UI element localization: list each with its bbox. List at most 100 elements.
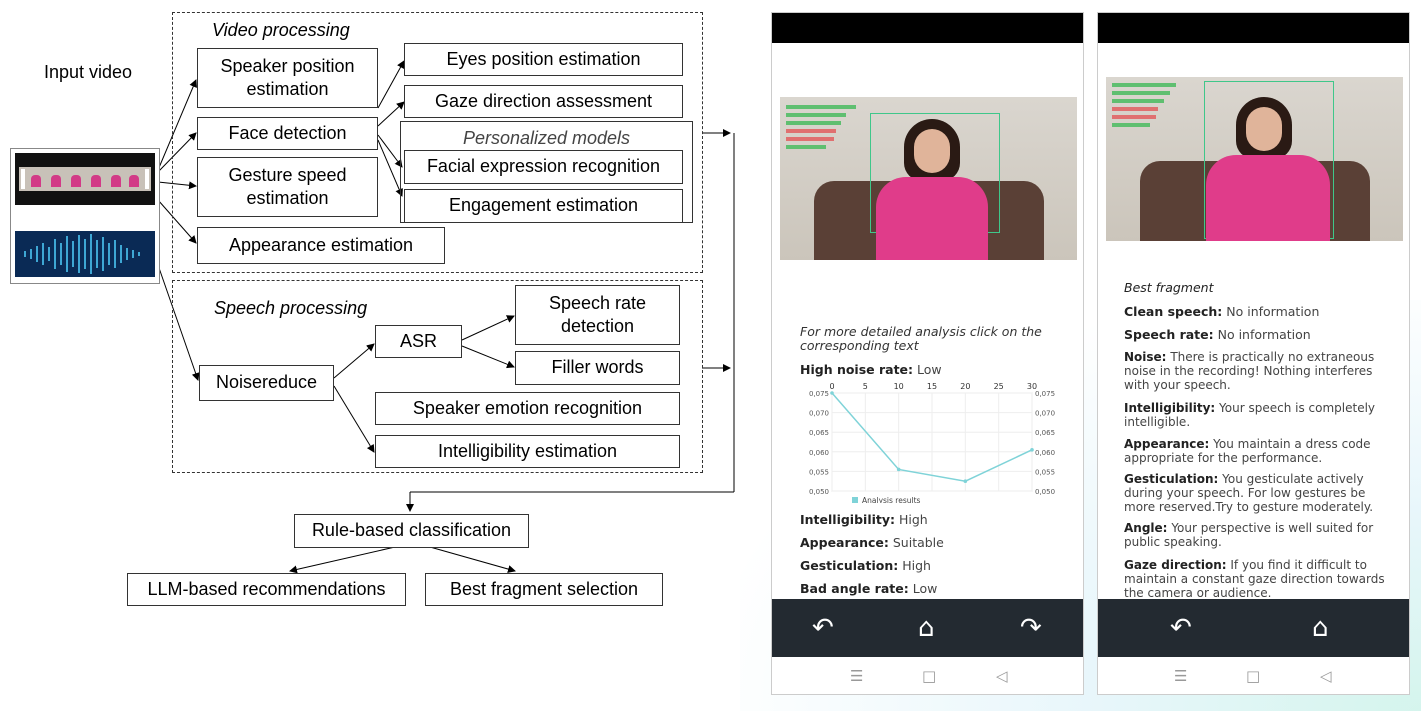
engagement-box: Engagement estimation [404, 189, 683, 223]
film-strip-image [15, 153, 155, 205]
x-tick-label: 0 [829, 382, 834, 391]
intelligibility-row[interactable]: Intelligibility: High [800, 512, 928, 527]
noise-label: Noise: [1124, 350, 1167, 364]
home-icon[interactable]: ⌂ [1312, 613, 1329, 643]
filler-words-box: Filler words [515, 351, 680, 385]
clean-speech-value: No information [1226, 304, 1320, 319]
data-point [830, 391, 834, 395]
status-bar [772, 13, 1083, 43]
angle-label: Bad angle rate: [800, 581, 909, 596]
clean-speech-row[interactable]: Clean speech: No information [1124, 304, 1400, 319]
x-tick-label: 20 [960, 382, 970, 391]
data-point [896, 467, 901, 472]
intelligibility-value: Your speech is completely intelligible. [1124, 401, 1376, 429]
appearance-value: You maintain a dress code appropriate fo… [1124, 437, 1371, 465]
video-processing-title: Video processing [212, 20, 350, 40]
input-media-frame [10, 148, 160, 284]
x-tick-label: 10 [894, 382, 904, 391]
personalized-models-title: Personalized models [462, 128, 631, 148]
audio-waveform-image [15, 231, 155, 277]
y-tick-label-right: 0,055 [1035, 468, 1055, 476]
square-icon[interactable]: □ [1246, 667, 1261, 685]
appearance-box: Appearance estimation [197, 227, 445, 264]
menu-icon[interactable]: ☰ [850, 667, 864, 685]
intelligibility-label: Intelligibility: [800, 512, 896, 527]
speaker-emotion-box: Speaker emotion recognition [375, 392, 680, 425]
speech-rate-box: Speech rate detection [515, 285, 680, 345]
gesticulation-row[interactable]: Gesticulation: High [800, 558, 931, 573]
asr-box: ASR [375, 325, 462, 358]
series-line [831, 392, 1033, 482]
video-frame[interactable] [1106, 77, 1403, 241]
intelligibility-value: High [899, 512, 928, 527]
noisereduce-box: Noisereduce [199, 365, 334, 401]
y-tick-label-left: 0,070 [809, 410, 829, 418]
intelligibility-label: Intelligibility: [1124, 401, 1216, 415]
appearance-value: Suitable [892, 535, 944, 550]
data-point [1030, 448, 1034, 452]
gesticulation-value: High [902, 558, 931, 573]
input-video-label: Input video [44, 62, 133, 82]
gaze-direction-row[interactable]: Gaze direction: If you find it difficult… [1124, 559, 1400, 599]
y-tick-label-left: 0,065 [809, 429, 829, 437]
gesticulation-value: You gesticulate actively during your spe… [1124, 472, 1374, 514]
intelligibility-row[interactable]: Intelligibility: Your speech is complete… [1124, 401, 1400, 430]
appearance-label: Appearance: [1124, 437, 1210, 451]
gesture-speed-box: Gesture speed estimation [197, 157, 378, 217]
face-detection-box: Face detection [197, 117, 378, 150]
facial-expression-box: Facial expression recognition [404, 150, 683, 184]
appearance-label: Appearance: [800, 535, 889, 550]
noise-label: High noise rate: [800, 362, 914, 377]
video-frame[interactable] [780, 97, 1077, 260]
speech-rate-value: No information [1217, 327, 1311, 342]
angle-value: Low [912, 581, 938, 596]
y-tick-label-left: 0,075 [809, 390, 829, 398]
phone-screen-best-fragment: Best fragment Clean speech: No informati… [1097, 12, 1410, 695]
noise-value: Low [917, 362, 942, 377]
menu-icon[interactable]: ☰ [1174, 667, 1188, 685]
y-tick-label-left: 0,050 [809, 488, 829, 496]
gaze-direction-box: Gaze direction assessment [404, 85, 683, 118]
system-nav-bar: ☰ □ ◁ [772, 657, 1083, 694]
y-tick-label-right: 0,060 [1035, 449, 1055, 457]
triangle-back-icon[interactable]: ◁ [1320, 667, 1332, 685]
angle-row[interactable]: Bad angle rate: Low [800, 581, 938, 596]
speaker-position-box: Speaker position estimation [197, 48, 378, 108]
square-icon[interactable]: □ [922, 667, 937, 685]
eyes-position-box: Eyes position estimation [404, 43, 683, 76]
back-arrow-icon[interactable]: ↶ [812, 613, 834, 643]
home-icon[interactable]: ⌂ [918, 613, 935, 643]
video-processing-container [172, 12, 703, 273]
clean-speech-label: Clean speech: [1124, 304, 1223, 319]
rule-based-box: Rule-based classification [294, 514, 529, 548]
gaze-direction-label: Gaze direction: [1124, 559, 1227, 572]
gesticulation-row[interactable]: Gesticulation: You gesticulate actively … [1124, 472, 1400, 514]
speech-processing-container [172, 280, 703, 473]
back-arrow-icon[interactable]: ↶ [1170, 613, 1192, 643]
gesticulation-label: Gesticulation: [800, 558, 899, 573]
y-tick-label-right: 0,065 [1035, 429, 1055, 437]
noise-value: There is practically no extraneous noise… [1124, 350, 1375, 392]
x-tick-label: 15 [927, 382, 937, 391]
legend-swatch [852, 497, 858, 503]
app-nav-bar: ↶ ⌂ [1098, 599, 1409, 657]
noise-row[interactable]: Noise: There is practically no extraneou… [1124, 350, 1400, 392]
data-point [963, 479, 968, 483]
y-tick-label-left: 0,055 [809, 468, 829, 476]
detail-prompt: For more detailed analysis click on the … [800, 324, 1042, 354]
angle-value: Your perspective is well suited for publ… [1124, 521, 1374, 549]
angle-row[interactable]: Angle: Your perspective is well suited f… [1124, 521, 1400, 550]
x-tick-label: 30 [1027, 382, 1037, 391]
appearance-row[interactable]: Appearance: Suitable [800, 535, 944, 550]
phone-screen-analysis: For more detailed analysis click on the … [771, 12, 1084, 695]
llm-recommendations-box: LLM-based recommendations [127, 573, 406, 606]
appearance-row[interactable]: Appearance: You maintain a dress code ap… [1124, 437, 1400, 466]
speech-processing-title: Speech processing [214, 298, 368, 318]
forward-arrow-icon[interactable]: ↷ [1020, 613, 1042, 643]
speech-rate-row[interactable]: Speech rate: No information [1124, 327, 1400, 342]
status-bar [1098, 13, 1409, 43]
triangle-back-icon[interactable]: ◁ [996, 667, 1008, 685]
noise-row[interactable]: High noise rate: Low [800, 362, 942, 377]
